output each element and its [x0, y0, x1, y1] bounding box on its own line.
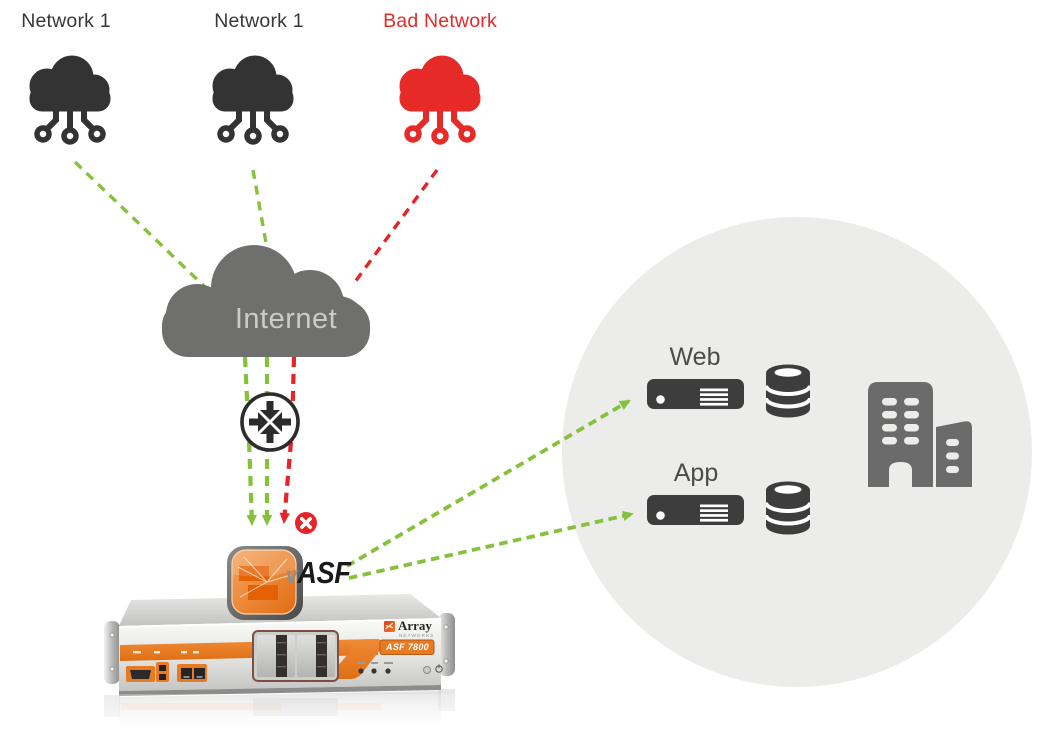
vasf-name: ASF — [297, 555, 351, 590]
appliance-bottom-edge — [119, 685, 441, 696]
usb-ports — [156, 662, 169, 682]
status-leds — [357, 662, 393, 674]
malicious-link — [350, 168, 439, 288]
internet-label: Internet — [234, 303, 338, 335]
power-icon — [435, 664, 443, 673]
vasf-prefix: v — [286, 562, 298, 588]
internet-cloud-icon — [162, 245, 370, 357]
power-button — [423, 666, 431, 674]
appliance-brand-sub: NETWORKS — [399, 633, 435, 638]
bad-network-label: Bad Network — [383, 10, 497, 32]
allowed-arrow-to-web — [346, 399, 631, 568]
router-icon — [240, 392, 300, 452]
vasf-label: vASF — [286, 555, 359, 590]
appliance-model: ASF 7800 — [386, 642, 429, 652]
appliance-brand: Array — [398, 618, 432, 633]
module-bay — [252, 630, 339, 682]
appliance-left-ear — [104, 621, 120, 684]
trusted-link-2 — [251, 169, 270, 255]
appliance-orange-swoosh — [330, 639, 383, 679]
app-server-icon — [647, 495, 744, 525]
protected-zone-circle — [562, 217, 1032, 687]
appliance-right-ear — [438, 613, 455, 676]
web-label: Web — [669, 343, 721, 371]
console-port — [126, 666, 155, 682]
network1-label: Network 1 — [21, 10, 111, 32]
allowed-arrow-to-app — [348, 510, 634, 580]
allowed-arrow-down-1 — [242, 356, 257, 526]
app-database-icon — [766, 481, 810, 535]
network2-label: Network 1 — [214, 10, 304, 32]
app-label: App — [673, 459, 719, 487]
ethernet-ports — [177, 664, 207, 682]
vasf-app-icon — [227, 546, 303, 620]
blocked-icon — [295, 512, 317, 534]
model-badge — [379, 639, 435, 655]
trusted-link-1 — [73, 160, 208, 290]
building-icon — [868, 382, 972, 487]
web-server-icon — [647, 379, 744, 409]
bad-network-cloud-icon — [400, 56, 480, 142]
network2-cloud-icon — [213, 56, 293, 142]
network1-cloud-icon — [30, 56, 110, 142]
web-database-icon — [766, 364, 810, 418]
